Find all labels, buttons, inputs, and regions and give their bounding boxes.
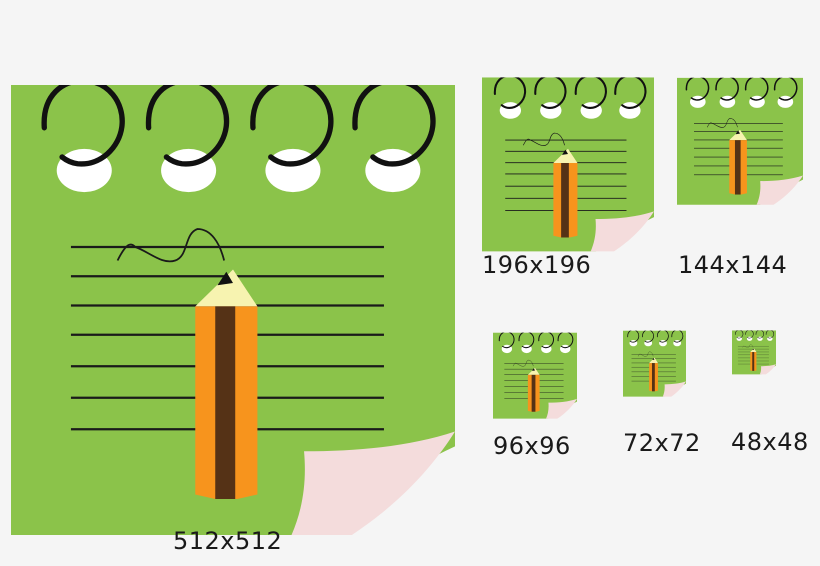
notepad-pencil-icon [677, 65, 803, 192]
size-label-196: 196x196 [482, 251, 592, 279]
icon-512 [11, 40, 455, 490]
notepad-pencil-icon [493, 324, 577, 410]
size-label-48: 48x48 [731, 428, 809, 456]
notepad-pencil-icon [732, 326, 776, 370]
icon-72 [623, 324, 686, 390]
icon-196 [482, 60, 654, 234]
icon-144 [677, 65, 803, 192]
icon-48 [732, 326, 776, 370]
size-label-96: 96x96 [493, 432, 571, 460]
notepad-pencil-icon [482, 60, 654, 234]
size-label-512: 512x512 [173, 527, 283, 555]
size-label-72: 72x72 [623, 429, 701, 457]
icon-96 [493, 324, 577, 410]
notepad-pencil-icon [623, 324, 686, 390]
size-label-144: 144x144 [678, 251, 788, 279]
notepad-pencil-icon [11, 40, 455, 490]
